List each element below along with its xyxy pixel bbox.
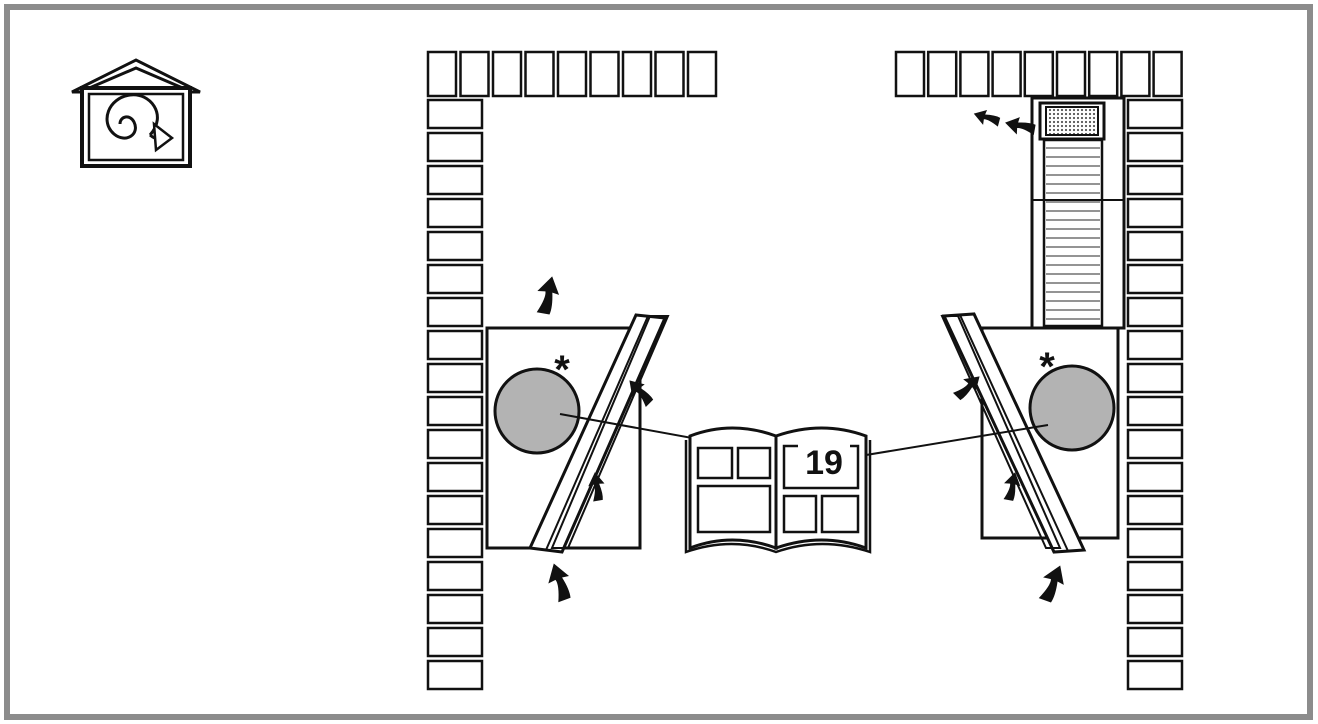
brick	[1126, 494, 1184, 526]
brick	[1126, 164, 1184, 196]
brick	[1126, 659, 1184, 691]
brick	[524, 50, 555, 98]
reference-number: 19	[805, 444, 843, 482]
brick	[426, 494, 484, 526]
left-fan-motor	[493, 367, 581, 455]
brick	[426, 230, 484, 262]
brick	[459, 50, 490, 98]
right-hood-unit: *	[940, 312, 1120, 554]
brick	[426, 593, 484, 625]
brick	[426, 263, 484, 295]
brick	[1055, 50, 1087, 98]
brick	[426, 296, 484, 328]
brick	[426, 362, 484, 394]
brick	[926, 50, 958, 98]
brick	[1120, 50, 1151, 98]
brick	[1126, 593, 1184, 625]
brick	[426, 428, 484, 460]
right-marker: *	[1039, 345, 1055, 389]
brick	[426, 626, 484, 658]
brick	[426, 98, 484, 130]
brick	[426, 461, 484, 493]
brick	[991, 50, 1022, 98]
brick	[1126, 131, 1184, 163]
brick	[621, 50, 653, 98]
left-marker: *	[554, 348, 570, 392]
brick	[894, 50, 926, 98]
left-hood-unit: *	[485, 313, 670, 554]
brick	[1126, 626, 1184, 658]
charcoal-filter	[1045, 106, 1099, 136]
brick	[654, 50, 685, 98]
right-fan-motor	[1028, 364, 1116, 452]
brick	[1087, 50, 1119, 98]
brick	[426, 197, 484, 229]
chimney-duct	[1030, 96, 1126, 330]
brick	[426, 560, 484, 592]
brick	[1152, 50, 1183, 98]
right-brick-wall	[894, 50, 1184, 691]
brick	[1126, 329, 1184, 361]
brick	[426, 329, 484, 361]
brick	[589, 50, 620, 98]
brick	[1126, 98, 1184, 130]
left-brick-wall	[426, 50, 718, 691]
brick	[959, 50, 990, 98]
manual-book-icon	[684, 426, 872, 554]
brick	[1126, 395, 1184, 427]
house-recirculation-icon	[71, 58, 201, 168]
brick	[1126, 263, 1184, 295]
brick	[426, 50, 458, 98]
brick	[1126, 362, 1184, 394]
brick	[556, 50, 588, 98]
brick	[426, 131, 484, 163]
brick	[1126, 296, 1184, 328]
brick	[426, 395, 484, 427]
brick	[1126, 230, 1184, 262]
brick	[426, 659, 484, 691]
brick	[1126, 461, 1184, 493]
brick	[686, 50, 718, 98]
brick	[426, 527, 484, 559]
brick	[1126, 197, 1184, 229]
brick	[1126, 428, 1184, 460]
brick	[1126, 560, 1184, 592]
brick	[426, 164, 484, 196]
brick	[1023, 50, 1055, 98]
brick	[1126, 527, 1184, 559]
brick	[491, 50, 523, 98]
